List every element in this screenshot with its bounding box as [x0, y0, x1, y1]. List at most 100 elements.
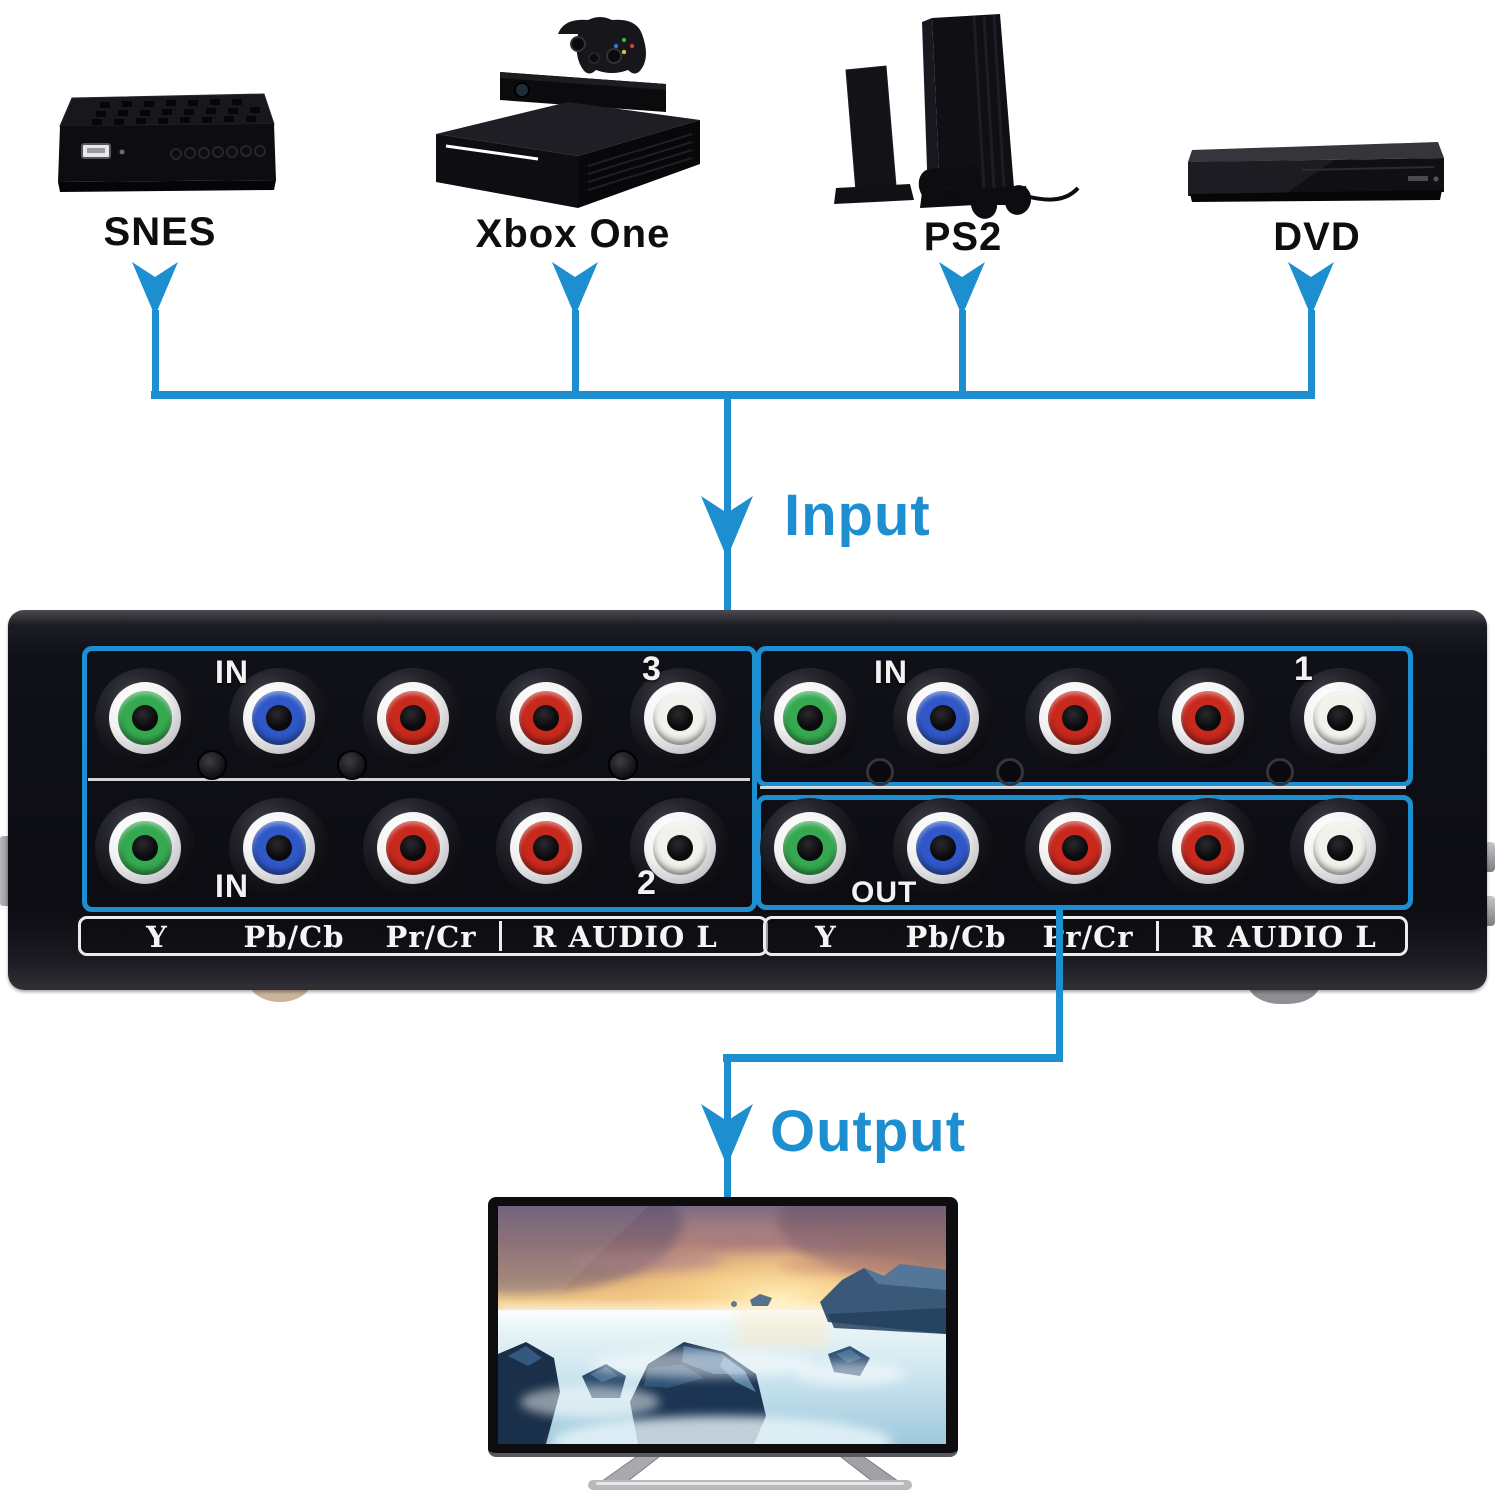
rca-jack [95, 668, 195, 768]
dvd-player-image [1188, 142, 1444, 202]
label-in-top-left: IN [215, 654, 249, 690]
jack-row-in-3 [95, 668, 730, 768]
jack-color-ring [915, 691, 970, 745]
jack-color-ring [118, 821, 172, 875]
jack-hole [533, 705, 560, 731]
strip-label-y: Y [146, 920, 168, 954]
screw-ring [1266, 758, 1294, 786]
jack-color-ring [385, 691, 440, 745]
jack-hole [929, 835, 956, 861]
jack-color-ring [385, 821, 440, 875]
input-group-left-outline [82, 646, 757, 912]
left-divider-line [88, 778, 750, 781]
jack-metal-ring [906, 812, 979, 884]
jack-hole [1194, 835, 1221, 861]
jack-hole [929, 705, 956, 731]
jack-color-ring [1180, 821, 1235, 875]
tv-screen [498, 1206, 946, 1444]
jack-hole [1194, 705, 1221, 731]
jack-color-ring [783, 691, 837, 745]
device-label-dvd: DVD [1273, 215, 1361, 259]
screw [608, 750, 638, 780]
jack-metal-ring [242, 682, 315, 754]
snes-image [58, 93, 276, 192]
screw [337, 750, 367, 780]
rca-jack [760, 668, 860, 768]
screw [197, 750, 227, 780]
input-label: Input [784, 483, 931, 548]
jack-metal-ring [1039, 682, 1111, 754]
jack-color-ring [1048, 691, 1102, 745]
rca-jack [1025, 798, 1125, 898]
output-arrowhead [701, 1104, 753, 1166]
arrow-down-xbox [552, 262, 598, 316]
input-1-outline [756, 646, 1413, 787]
output-outline [756, 795, 1413, 910]
jack-hole [667, 705, 693, 731]
rca-jack [362, 668, 463, 768]
jack-color-ring [1313, 691, 1367, 745]
jack-metal-ring [1304, 812, 1376, 884]
jack-hole [265, 835, 292, 861]
output-riser-line [1055, 906, 1063, 1058]
label-num-3: 3 [642, 650, 662, 688]
jack-hole [265, 705, 292, 731]
jack-metal-ring [906, 682, 979, 754]
input-arrowhead [701, 496, 753, 558]
label-num-1: 1 [1294, 650, 1314, 688]
strip-label-y: Y [815, 920, 837, 954]
screw-ring [996, 758, 1024, 786]
snes-connector-line [151, 310, 159, 395]
left-strip: Y Pb/Cb Pr/Cr R AUDIO L [78, 916, 768, 956]
rca-jack [1290, 798, 1390, 898]
jack-metal-ring [1171, 812, 1244, 884]
jack-metal-ring [774, 812, 846, 884]
strip-divider [499, 921, 502, 951]
label-num-2: 2 [637, 864, 657, 902]
arrow-down-dvd [1288, 262, 1334, 316]
jack-hole [1062, 705, 1088, 731]
arrow-down-snes [132, 262, 178, 316]
rca-jack [496, 668, 597, 768]
strip-label-pbcb: Pb/Cb [243, 920, 345, 954]
jack-hole [533, 835, 560, 861]
jack-metal-ring [1304, 682, 1376, 754]
label-in-bottom-left: IN [215, 868, 249, 904]
jack-metal-ring [376, 812, 449, 884]
right-strip: Y Pb/Cb Pr/Cr R AUDIO L [763, 916, 1408, 956]
jack-hole [1062, 835, 1088, 861]
strip-label-audio: R AUDIO L [532, 920, 718, 954]
jack-color-ring [783, 821, 837, 875]
rca-jack [630, 668, 730, 768]
rca-jack [228, 798, 329, 898]
screw-ring [866, 758, 894, 786]
rca-jack [1290, 668, 1390, 768]
jack-row-in-2 [95, 798, 730, 898]
jack-row-in-1 [760, 668, 1390, 768]
jack-color-ring [519, 821, 574, 875]
xbox-connector-line [571, 310, 579, 395]
jack-hole [132, 705, 158, 731]
output-label: Output [770, 1099, 967, 1164]
jack-metal-ring [510, 812, 583, 884]
jack-metal-ring [774, 682, 846, 754]
jack-color-ring [1180, 691, 1235, 745]
device-label-xbox-one: Xbox One [475, 212, 671, 256]
jack-color-ring [519, 691, 574, 745]
jack-row-out [760, 798, 1390, 898]
jack-metal-ring [109, 682, 181, 754]
jack-hole [1327, 835, 1353, 861]
tv [488, 1197, 958, 1457]
rca-jack [362, 798, 463, 898]
rca-jack [1157, 798, 1258, 898]
jack-hole [399, 705, 426, 731]
jack-hole [667, 835, 693, 861]
input-bus-line [151, 391, 1315, 399]
jack-color-ring [915, 821, 970, 875]
jack-metal-ring [644, 812, 716, 884]
jack-color-ring [251, 691, 306, 745]
rca-jack [892, 798, 993, 898]
rca-jack [1157, 668, 1258, 768]
strip-label-audio: R AUDIO L [1191, 920, 1377, 954]
